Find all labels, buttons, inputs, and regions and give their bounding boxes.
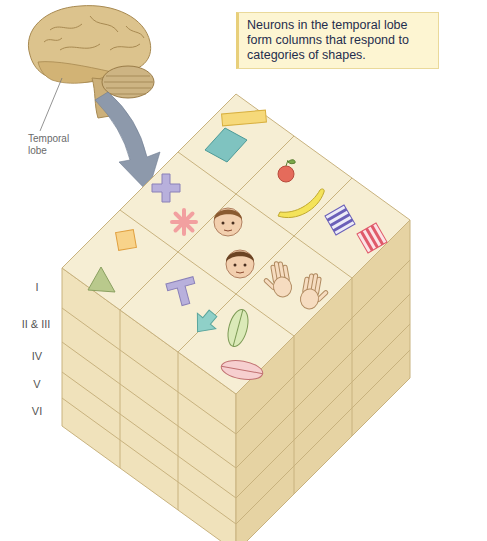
callout-box: Neurons in the temporal lobe form column… xyxy=(236,12,439,69)
palm xyxy=(299,288,320,311)
arrow-shape xyxy=(188,306,222,340)
mouth xyxy=(236,272,244,273)
apple-stem xyxy=(286,160,295,166)
layer-label: V xyxy=(14,378,60,391)
eye xyxy=(222,222,225,225)
stripes xyxy=(327,209,352,230)
eye xyxy=(234,264,237,267)
palm xyxy=(272,276,293,299)
face-outline xyxy=(226,250,254,278)
square-outline xyxy=(357,223,387,253)
parallelogram-shape xyxy=(205,128,247,162)
eye xyxy=(232,222,235,225)
ellipse-axis xyxy=(233,310,243,347)
layer-label: II & III xyxy=(10,318,62,331)
eye xyxy=(244,264,247,267)
ellipse-shape xyxy=(220,357,264,382)
cerebellum-folds xyxy=(104,76,153,94)
layer-label: VI xyxy=(14,405,60,418)
hand-drawing xyxy=(264,262,294,300)
banana-shape xyxy=(278,189,324,218)
ellipse-axis xyxy=(221,366,262,373)
layer-lines xyxy=(62,260,410,524)
square-outline xyxy=(325,205,355,235)
region-label: Temporal lobe xyxy=(28,133,76,157)
triangle-shape xyxy=(88,267,115,292)
ellipse-shape xyxy=(224,307,251,348)
pointer-arrow xyxy=(95,92,160,192)
layer-label: IV xyxy=(14,350,60,363)
cube-top-face xyxy=(62,94,410,394)
plus-shape xyxy=(152,174,180,202)
face-outline xyxy=(214,208,242,236)
leader-line xyxy=(40,78,62,131)
hair xyxy=(214,210,242,221)
striped-square xyxy=(325,205,355,235)
bar-shape xyxy=(222,110,267,126)
node-text: Neurons in the temporal lobe form column… xyxy=(247,18,430,63)
ellipse-outline xyxy=(220,357,264,382)
square-shape xyxy=(116,230,137,251)
column-lines xyxy=(120,278,352,510)
column-grid xyxy=(120,136,352,352)
mouth xyxy=(224,230,232,231)
t-shape xyxy=(166,277,200,308)
asterisk-shape xyxy=(172,210,196,234)
hand-drawing xyxy=(299,274,329,312)
brain-sulci xyxy=(44,16,144,50)
ellipse-outline xyxy=(224,307,251,348)
layer-label: I xyxy=(14,281,60,294)
striped-square xyxy=(357,223,387,253)
hair xyxy=(226,252,254,263)
face-drawing xyxy=(214,208,242,236)
stripes xyxy=(361,225,382,250)
apple-shape xyxy=(278,166,294,182)
face-drawing xyxy=(226,250,254,278)
